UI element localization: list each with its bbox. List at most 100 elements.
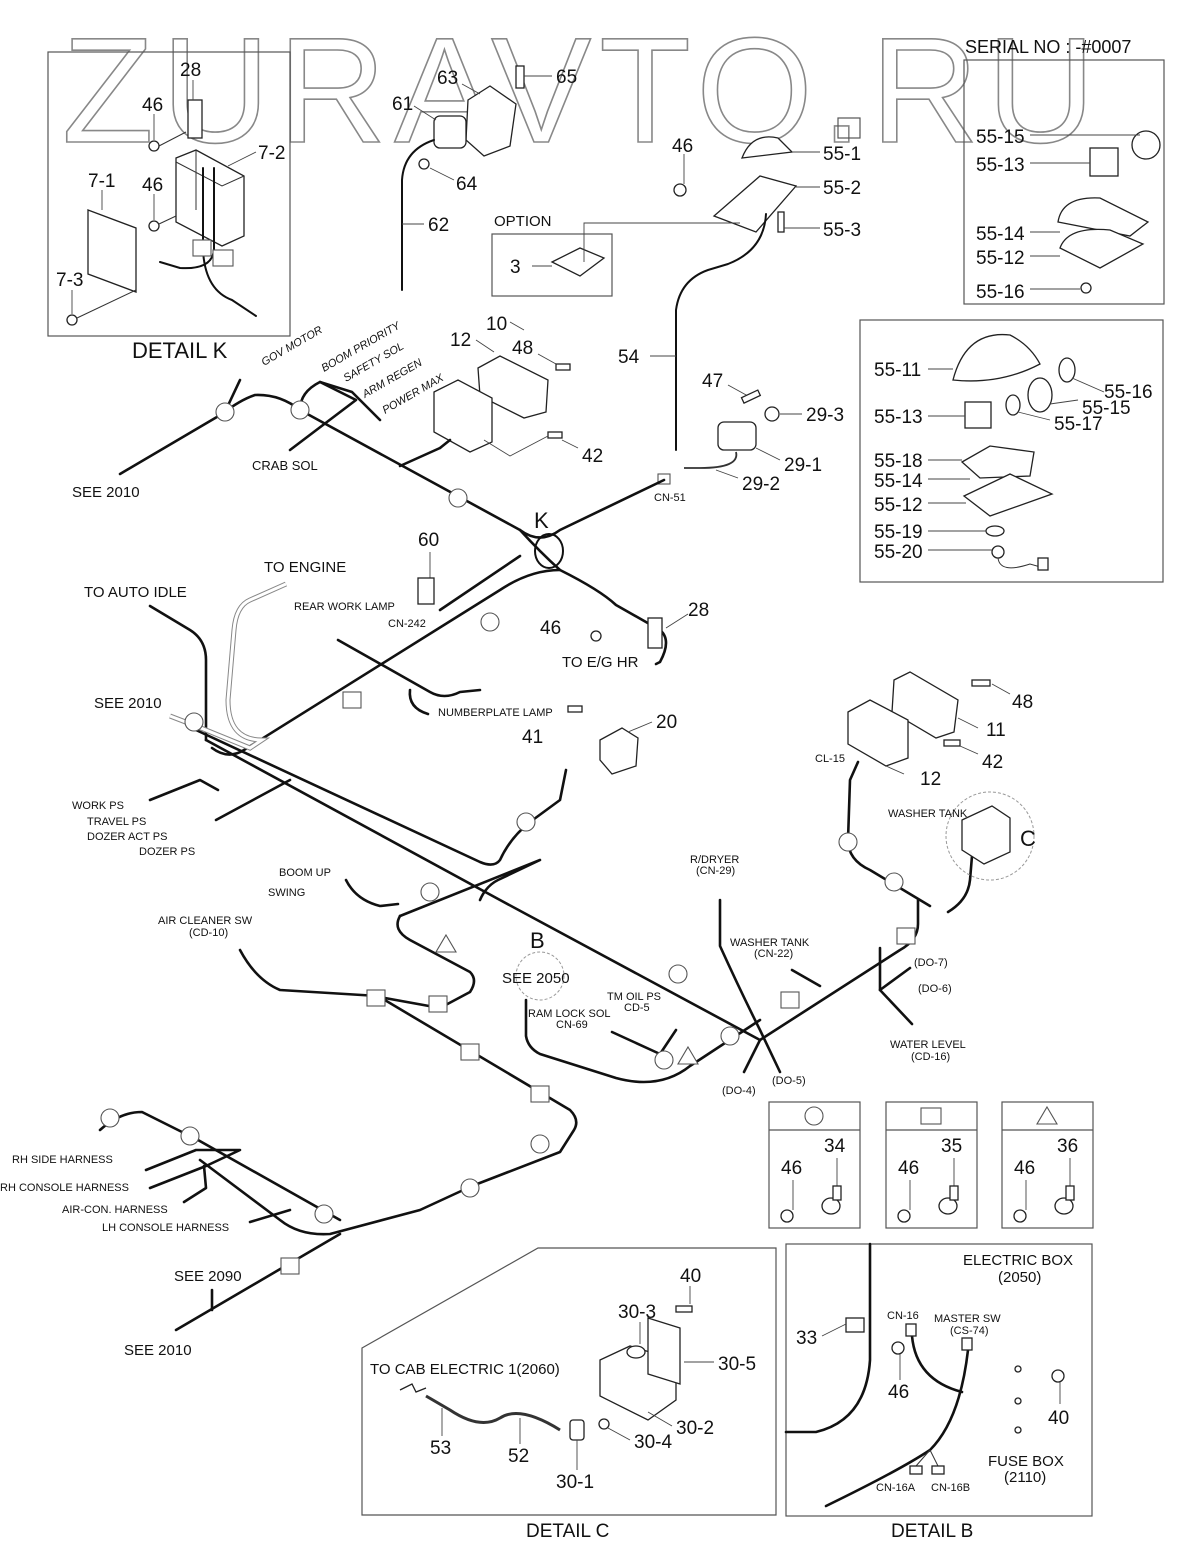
cn51-label: CN-51: [654, 492, 686, 504]
rear-work-lamp-label: REAR WORK LAMP: [294, 601, 395, 613]
tm-oil-code: CD-5: [624, 1002, 650, 1014]
air-cleaner-code: (CD-10): [189, 927, 228, 939]
clamp-circle-marker: [460, 1178, 480, 1198]
part-label: 55-20: [874, 542, 923, 563]
electric-box-label: ELECTRIC BOX: [963, 1252, 1073, 1269]
cover-plate: [87, 209, 137, 293]
part-label: 55-17: [1054, 414, 1103, 435]
part-label: 55-16: [1104, 382, 1153, 403]
cn16-label: CN-16: [887, 1310, 919, 1322]
part-label: 10: [486, 314, 507, 335]
air-con-harness-label: AIR-CON. HARNESS: [62, 1204, 168, 1216]
gov-motor-label: GOV MOTOR: [260, 324, 325, 369]
part-label: 61: [392, 94, 413, 115]
detail-b: ELECTRIC BOX (2050) CN-16 MASTER SW (CS-…: [784, 1242, 1093, 1517]
water-level-label: WATER LEVEL: [890, 1039, 966, 1051]
rh-console-harness-label: RH CONSOLE HARNESS: [0, 1182, 129, 1194]
part-label: 55-13: [976, 155, 1025, 176]
clamp-circle-marker: [420, 882, 440, 902]
beacon-55-1: [741, 136, 794, 159]
fuse-box-label: FUSE BOX: [988, 1453, 1064, 1470]
pressure-switch-labels: WORK PS TRAVEL PS DOZER ACT PS DOZER PS: [72, 800, 195, 858]
circle-symbol-icon: [804, 1106, 824, 1126]
clamp-circle-marker: [180, 1126, 200, 1146]
part-label: 40: [680, 1266, 701, 1287]
b-marker: B: [530, 928, 545, 953]
ram-lock-label: RAM LOCK SOL: [528, 1008, 611, 1020]
clamp-square-marker: [460, 1043, 480, 1061]
part-label: 33: [796, 1328, 817, 1349]
do5-label: (DO-5): [772, 1075, 806, 1087]
part-label: 52: [508, 1446, 529, 1467]
part-label: 46: [672, 136, 693, 157]
part-label: 7-3: [56, 270, 83, 291]
clamp-triangle-marker: [677, 1045, 699, 1065]
washer-tank-label: WASHER TANK: [730, 937, 810, 949]
part-label: 41: [522, 727, 543, 748]
part-label: 55-14: [976, 224, 1025, 245]
part-label: 46: [888, 1382, 909, 1403]
part-label: 46: [142, 95, 163, 116]
do6-label: (DO-6): [918, 983, 952, 995]
triangle-symbol-icon: [1036, 1105, 1058, 1125]
part-label: 55-3: [823, 220, 861, 241]
work-ps-label: WORK PS: [72, 800, 124, 812]
part-label: 42: [582, 446, 603, 467]
crab-sol-label: CRAB SOL: [252, 458, 318, 473]
dozer-ps-label: DOZER PS: [139, 846, 195, 858]
part-label: 55-11: [874, 360, 921, 381]
to-auto-idle-label: TO AUTO IDLE: [84, 584, 187, 601]
part-label: 55-13: [874, 407, 923, 428]
clamp-circle-marker: [448, 488, 468, 508]
part-label: 29-1: [784, 455, 822, 476]
part-label: 55-18: [874, 451, 923, 472]
clamp-circle-marker: [184, 712, 204, 732]
part-label: 7-2: [258, 143, 285, 164]
beacon-assembly: 55-1 55-2 55-3 46 54 OPTION 3: [491, 117, 861, 451]
part-label: 30-2: [676, 1418, 714, 1439]
c-detail-marker: [945, 791, 1035, 881]
clamp-circle-marker: [314, 1204, 334, 1224]
clamp-circle-marker: [215, 402, 235, 422]
detail-k-frame: [47, 51, 291, 337]
mid-labels: BOOM UP SWING AIR CLEANER SW (CD-10) B S…: [158, 854, 966, 1097]
to-cab-electric-label: TO CAB ELECTRIC 1(2060): [370, 1361, 560, 1378]
part-label: 30-3: [618, 1302, 656, 1323]
clamp-part-label: 35: [941, 1136, 962, 1157]
part-label: 64: [456, 174, 478, 195]
part-label: 28: [688, 600, 709, 621]
air-cleaner-label: AIR CLEANER SW: [158, 915, 253, 927]
b-detail-marker: [515, 951, 565, 1001]
bracket-55-2: [712, 175, 798, 233]
part-label: 63: [437, 68, 458, 89]
washer-tank-code: (CN-22): [754, 948, 793, 960]
cn16a-label: CN-16A: [876, 1482, 916, 1494]
part-label: 55-15: [1082, 398, 1131, 419]
clamp-circle-marker: [480, 612, 500, 632]
part-label: 12: [920, 769, 941, 790]
part-label: 47: [702, 371, 723, 392]
part-label: 53: [430, 1438, 451, 1459]
detail-k: 28 46 7-2 7-1 46 7-3: [47, 51, 291, 337]
clamp-square-marker: [530, 1085, 550, 1103]
see-2010-label-b: SEE 2010: [94, 695, 162, 712]
work-lamp-29: 47 29-3 29-1 29-2 CN-51: [654, 371, 844, 504]
serial-number: SERIAL NO : -#0007: [965, 37, 1131, 57]
clamp-circle-marker: [884, 872, 904, 892]
to-engine-label: TO ENGINE: [264, 559, 346, 576]
clamp-icon: [821, 1197, 841, 1215]
bolt-part-label: 46: [1014, 1158, 1035, 1179]
beacon-detail-2: 55-11 55-16 55-15 55-13 55-17 55-18 55-1…: [859, 319, 1164, 583]
part-label: 65: [556, 67, 577, 88]
c-marker: C: [1020, 826, 1036, 851]
k-loop-marker: [534, 533, 564, 569]
clamp-circle-marker: [668, 964, 688, 984]
part-label: 29-2: [742, 474, 780, 495]
part-label: 42: [982, 752, 1003, 773]
clamp-circle-marker: [838, 832, 858, 852]
part-label: 40: [1048, 1408, 1069, 1429]
detail-c: TO CAB ELECTRIC 1(2060) 40 30-3 30-5 30-…: [361, 1247, 777, 1516]
harness-bottom-labels: RH SIDE HARNESS RH CONSOLE HARNESS AIR-C…: [0, 1154, 242, 1359]
